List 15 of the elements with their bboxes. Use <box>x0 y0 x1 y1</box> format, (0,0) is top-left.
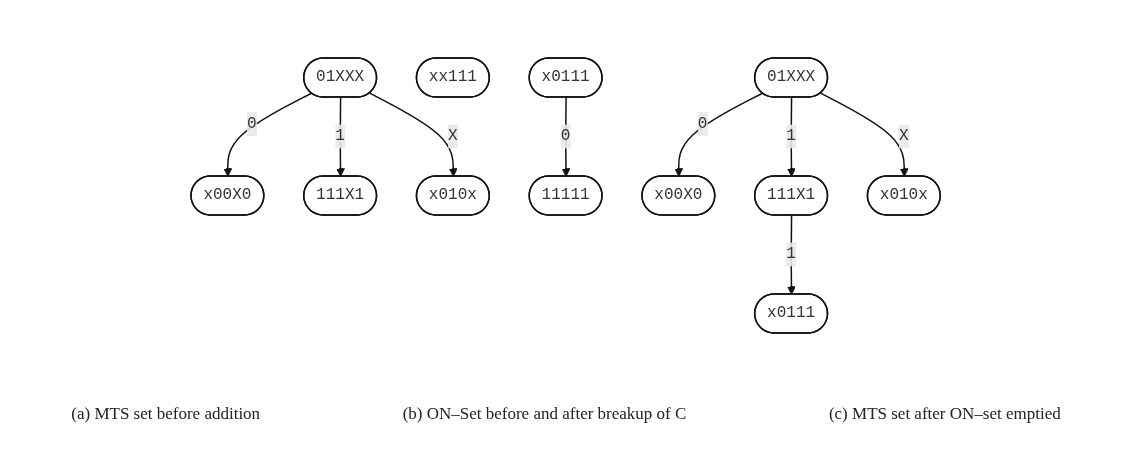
edge-label: 1 <box>335 127 346 145</box>
arrow <box>223 91 313 177</box>
edge-label: X <box>448 127 459 145</box>
arrow <box>820 91 909 177</box>
edge-label: X <box>899 127 910 145</box>
edge-label: 0 <box>561 127 571 145</box>
caption: (c) MTS set after ON–set emptied <box>828 404 1061 424</box>
edge-label: 1 <box>786 127 797 145</box>
edge-label: 1 <box>786 244 797 263</box>
edge-label: 0 <box>698 114 708 133</box>
arrow <box>369 91 459 177</box>
caption: (a) MTS set before addition <box>71 404 261 424</box>
edge-label: 0 <box>247 114 257 133</box>
caption: (b) ON–Set before and after breakup of C <box>402 404 687 424</box>
arrow <box>674 91 764 177</box>
